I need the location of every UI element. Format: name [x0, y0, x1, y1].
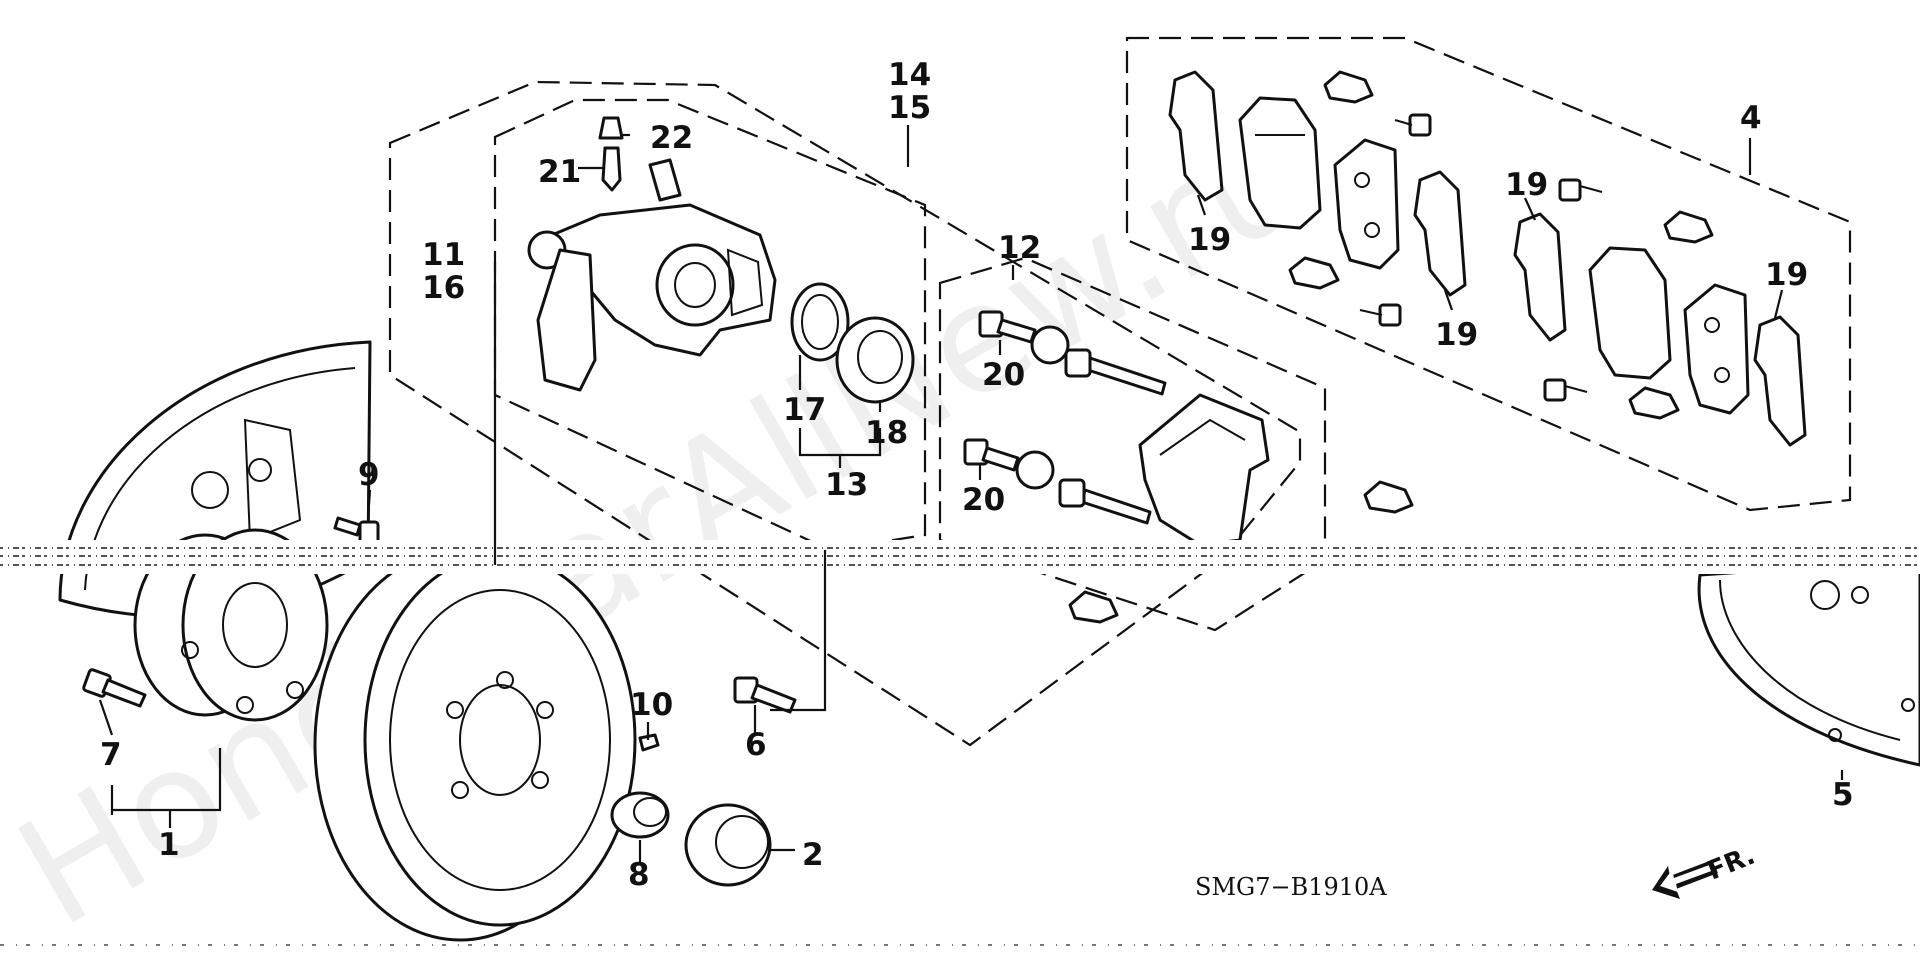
label-20-b: 20 — [962, 482, 1005, 518]
label-2: 2 — [802, 837, 824, 873]
brake-disc — [313, 548, 637, 942]
pin-boot-upper — [1030, 325, 1070, 365]
pad-shim-1 — [1168, 70, 1224, 202]
hub-cap — [684, 803, 772, 887]
label-15: 15 — [888, 90, 931, 126]
label-22: 22 — [650, 120, 693, 156]
brake-pad-1 — [1238, 96, 1322, 230]
label-14: 14 — [888, 57, 931, 93]
pin-boot-lower — [1015, 450, 1055, 490]
label-6: 6 — [745, 727, 767, 763]
pad-shim-3 — [1513, 212, 1567, 342]
caliper-body — [527, 158, 777, 392]
label-10: 10 — [630, 687, 673, 723]
bleeder-cap — [598, 116, 624, 140]
label-16: 16 — [422, 270, 465, 306]
label-4: 4 — [1740, 100, 1762, 136]
label-1: 1 — [158, 827, 180, 863]
label-5: 5 — [1832, 777, 1854, 813]
brake-pad-2 — [1333, 138, 1400, 270]
label-19-c: 19 — [1505, 167, 1548, 203]
label-8: 8 — [628, 857, 650, 893]
label-9: 9 — [358, 457, 380, 493]
backing-plate-right — [1697, 558, 1920, 767]
label-12: 12 — [998, 230, 1041, 266]
bracket-bolt-upper — [978, 310, 1037, 344]
spindle-nut — [610, 791, 670, 839]
label-11: 11 — [422, 237, 465, 273]
hub-bolt — [82, 668, 147, 708]
label-7: 7 — [100, 737, 122, 773]
hub-bearing — [133, 528, 329, 722]
brake-pad-4 — [1683, 283, 1750, 415]
front-direction-label: FR. — [1703, 841, 1759, 887]
guide-pin-upper — [1064, 348, 1167, 396]
piston-boot — [835, 316, 915, 404]
pad-shim-4 — [1753, 315, 1807, 447]
brake-pad-3 — [1588, 246, 1672, 380]
leader-lines — [98, 125, 1844, 862]
bleeder-screw — [601, 146, 622, 192]
scan-glitch-noise — [0, 547, 1920, 566]
pad-shim-2 — [1413, 170, 1467, 297]
front-direction-arrow — [1652, 860, 1718, 899]
pad-retainer-clips — [1068, 70, 1714, 624]
label-20-a: 20 — [982, 357, 1025, 393]
diagram-code: SMG7−B1910A — [1195, 873, 1387, 901]
bracket-bolt-lower — [963, 438, 1020, 472]
label-19-b: 19 — [1435, 317, 1478, 353]
label-21: 21 — [538, 154, 581, 190]
caliper-bracket — [1138, 393, 1270, 547]
label-18: 18 — [865, 415, 908, 451]
label-19-a: 19 — [1188, 222, 1231, 258]
label-13: 13 — [825, 467, 868, 503]
caliper-bracket-bolt — [733, 676, 797, 714]
guide-pin-lower — [1058, 478, 1152, 525]
pad-set-frame — [1125, 36, 1852, 512]
caliper-body-frame — [493, 98, 927, 552]
label-17: 17 — [783, 392, 826, 428]
pad-set-bolts — [1359, 113, 1603, 402]
piston-seal — [790, 282, 850, 362]
splash-guard-bolt — [333, 516, 380, 546]
disc-screw — [638, 733, 660, 752]
label-19-d: 19 — [1765, 257, 1808, 293]
